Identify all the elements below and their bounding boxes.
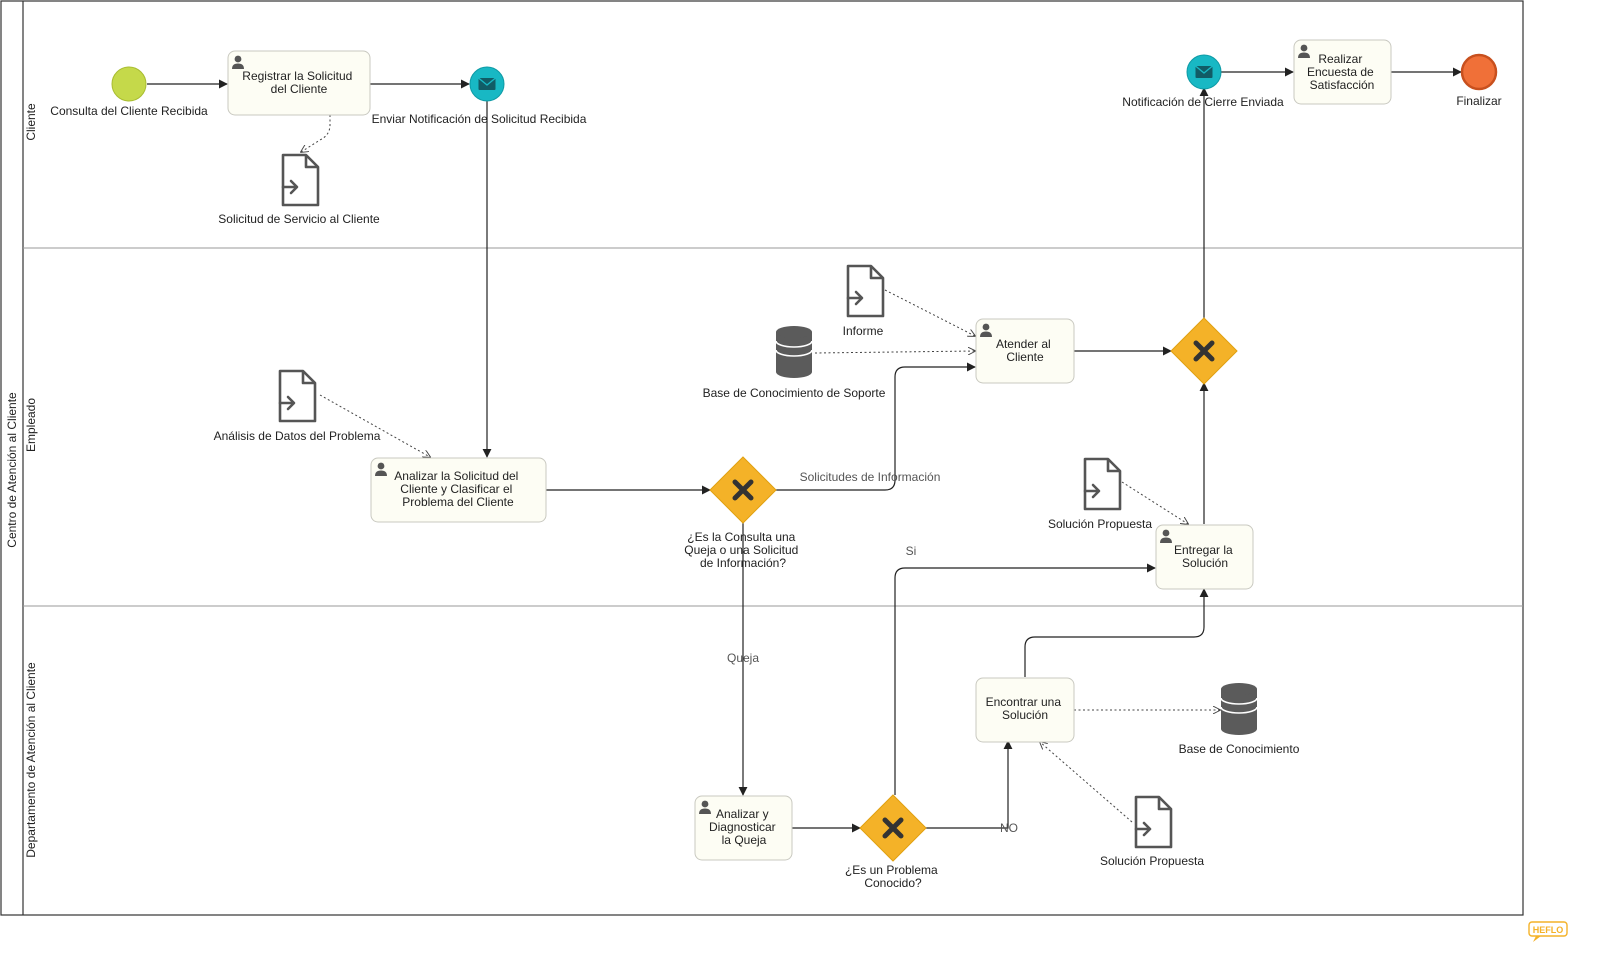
heflo-logo: HEFLO — [1528, 921, 1568, 942]
x-icon — [732, 479, 754, 501]
user-icon — [232, 55, 244, 69]
data-input-icon[interactable] — [1083, 457, 1122, 511]
task-encontrar[interactable]: Encontrar una Solución — [975, 677, 1075, 743]
data-input-icon[interactable] — [1134, 795, 1173, 849]
gateway-consulta[interactable]: ¿Es la Consulta una Queja o una Solicitu… — [684, 456, 801, 570]
task-entregar[interactable]: Entregar la Solución — [1155, 524, 1254, 590]
gateway-label: ¿Es un Problema Conocido? — [845, 863, 941, 890]
datastore-label: Base de Conocimiento — [1179, 742, 1300, 756]
task-box[interactable] — [370, 457, 547, 523]
user-icon — [1160, 529, 1172, 543]
data-input-icon[interactable] — [281, 153, 320, 207]
user-icon — [980, 323, 992, 337]
data-input-icon[interactable] — [846, 264, 885, 318]
task-label: Analizar y Diagnosticar la Queja — [709, 807, 779, 847]
task-analizar-queja[interactable]: Analizar y Diagnosticar la Queja — [694, 795, 793, 861]
doc-solicitud-servicio[interactable]: Solicitud de Servicio al Cliente — [218, 153, 380, 226]
pool: Centro de Atención al Cliente Cliente Em… — [0, 0, 1524, 916]
message-event-label: Enviar Notificación de Solicitud Recibid… — [372, 112, 587, 126]
flow-label-queja: Queja — [727, 651, 759, 665]
envelope-icon — [1195, 65, 1213, 78]
database-icon[interactable] — [775, 326, 813, 378]
task-label: Encontrar una Solución — [986, 695, 1065, 722]
task-registrar[interactable]: Registrar la Solicitud del Cliente — [227, 50, 371, 116]
doc-informe[interactable]: Informe — [843, 264, 885, 338]
datastore-label: Base de Conocimiento de Soporte — [703, 386, 886, 400]
doc-label: Análisis de Datos del Problema — [214, 429, 381, 443]
assoc-analisis-to-analizar — [319, 394, 430, 457]
flow-encontrar-to-entregar[interactable] — [1024, 588, 1209, 677]
user-icon — [1298, 44, 1310, 58]
task-label: Registrar la Solicitud del Cliente — [242, 69, 355, 96]
flow-label-solicitudes: Solicitudes de Información — [800, 470, 941, 484]
message-event-recibida[interactable]: Enviar Notificación de Solicitud Recibid… — [372, 66, 587, 126]
flow-si[interactable] — [894, 563, 1156, 795]
end-event-circle[interactable] — [1460, 53, 1498, 91]
database-icon[interactable] — [1220, 683, 1258, 735]
task-label: Entregar la Solución — [1174, 543, 1236, 570]
x-icon — [882, 817, 904, 839]
message-event-label: Notificación de Cierre Enviada — [1122, 95, 1284, 109]
doc-label: Informe — [843, 324, 884, 338]
assoc-base-soporte-to-atender — [814, 351, 975, 353]
task-box[interactable] — [1155, 524, 1254, 590]
envelope-icon — [478, 77, 496, 90]
task-box[interactable] — [227, 50, 371, 116]
user-icon — [375, 462, 387, 476]
task-box[interactable] — [694, 795, 793, 861]
assoc-solucion-to-encontrar — [1040, 742, 1133, 823]
gateway-problema[interactable]: ¿Es un Problema Conocido? — [845, 794, 941, 890]
assoc-registrar-to-solicitud — [301, 115, 331, 152]
flow-no[interactable] — [925, 740, 1013, 829]
task-box[interactable] — [975, 677, 1075, 743]
end-event-label: Finalizar — [1456, 94, 1501, 108]
gateway-label: ¿Es la Consulta una Queja o una Solicitu… — [684, 530, 801, 570]
doc-solucion-propuesta-1[interactable]: Solución Propuesta — [1048, 457, 1152, 531]
user-icon — [699, 800, 711, 814]
doc-analisis-datos[interactable]: Análisis de Datos del Problema — [214, 369, 381, 443]
message-event-cierre[interactable]: Notificación de Cierre Enviada — [1122, 54, 1284, 109]
doc-solucion-propuesta-2[interactable]: Solución Propuesta — [1100, 795, 1204, 868]
end-event[interactable]: Finalizar — [1456, 53, 1502, 108]
doc-label: Solución Propuesta — [1048, 517, 1152, 531]
flow-label-si: Si — [906, 544, 917, 558]
gateway-merge[interactable] — [1170, 317, 1238, 385]
task-label: Analizar la Solicitud del Cliente y Clas… — [394, 469, 521, 509]
task-label: Realizar Encuesta de Satisfacción — [1307, 52, 1377, 92]
start-event-label: Consulta del Cliente Recibida — [50, 104, 208, 118]
doc-label: Solución Propuesta — [1100, 854, 1204, 868]
assoc-informe-to-atender — [884, 289, 975, 336]
start-event[interactable]: Consulta del Cliente Recibida — [50, 66, 208, 118]
heflo-logo-text: HEFLO — [1533, 925, 1564, 935]
start-event-circle[interactable] — [111, 66, 147, 102]
task-analizar-solicitud[interactable]: Analizar la Solicitud del Cliente y Clas… — [370, 457, 547, 523]
task-box[interactable] — [975, 318, 1075, 384]
task-box[interactable] — [1293, 39, 1392, 105]
x-icon — [1193, 340, 1215, 362]
lane-title-empleado: Empleado — [24, 398, 38, 452]
associations — [301, 115, 1220, 823]
task-encuesta[interactable]: Realizar Encuesta de Satisfacción — [1293, 39, 1392, 105]
data-input-icon[interactable] — [278, 369, 317, 423]
pool-border — [0, 0, 1524, 916]
datastore-base-conocimiento[interactable]: Base de Conocimiento — [1179, 683, 1300, 756]
pool-title: Centro de Atención al Cliente — [5, 392, 19, 548]
lane-title-departamento: Departamento de Atención al Cliente — [24, 662, 38, 858]
task-atender[interactable]: Atender al Cliente — [975, 318, 1075, 384]
doc-label: Solicitud de Servicio al Cliente — [218, 212, 380, 226]
flow-solicitudes[interactable] — [775, 362, 976, 491]
lane-title-cliente: Cliente — [24, 103, 38, 141]
flow-labels: Solicitudes de Información Queja Si NO — [727, 470, 1018, 835]
datastore-base-soporte[interactable]: Base de Conocimiento de Soporte — [703, 326, 886, 400]
sequence-flows — [147, 67, 1462, 833]
flow-label-no: NO — [1000, 821, 1018, 835]
task-label: Atender al Cliente — [996, 337, 1054, 364]
